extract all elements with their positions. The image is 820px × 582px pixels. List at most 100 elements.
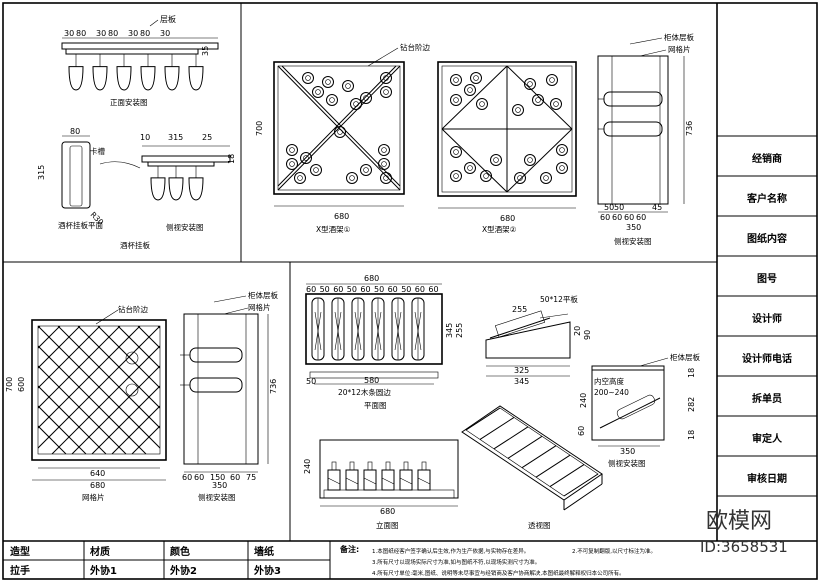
dim-plan-top: 60 [428, 285, 438, 294]
dim-50-plan-left: 50 [306, 377, 316, 386]
dim-255-incline: 255 [512, 305, 527, 314]
note-1: 1.本图纸经客户签字确认后生效,作为生产依据,与实物存在差异。 [372, 547, 529, 555]
bottle-end-icon [490, 154, 502, 166]
bottle-end-icon [556, 162, 568, 174]
dim-18: 18 [227, 154, 236, 164]
title-row-4: 设计师 [752, 312, 782, 325]
bottle-neck-icon [381, 147, 387, 153]
bottle-hatch [314, 311, 322, 351]
incline-detail: 50*12平板 255 325 345 20 90 [485, 294, 592, 386]
bottle-neck-icon [353, 101, 359, 107]
dim-spacing: 30 [128, 29, 138, 38]
dim-plan-top: 50 [320, 285, 330, 294]
dim-10: 10 [140, 133, 150, 142]
bottle-end-icon [342, 80, 354, 92]
bottle-neck-icon [289, 161, 295, 167]
bottle-end-icon [378, 158, 390, 170]
bottle-neck-icon [337, 129, 343, 135]
hdr-wallpaper: 墙纸 [254, 545, 274, 558]
dim-18a: 18 [687, 368, 696, 378]
bottle-neck-icon [385, 461, 391, 471]
cabinet-shelf-label-1: 柜体层板 [664, 32, 694, 42]
bottle-body-icon [327, 469, 341, 491]
dim-680-plan: 680 [364, 274, 379, 283]
bottle-neck-icon [559, 165, 565, 171]
hdr-material: 材质 [90, 545, 110, 558]
lattice-slat [157, 326, 160, 329]
bottle-neck-icon [315, 89, 321, 95]
inner-height-range: 200~240 [594, 388, 629, 397]
watermark-id: ID:3658531 [700, 538, 788, 556]
wine-glass-icon [150, 177, 166, 201]
dim-60-side: 60 [577, 426, 586, 436]
bottle-neck-icon [467, 165, 473, 171]
dim-20-incline: 20 [573, 326, 582, 336]
bottle-neck-icon [527, 157, 533, 163]
bottle-end-icon [350, 98, 362, 110]
bottle-end-icon [546, 74, 558, 86]
dim-spacing: 80 [76, 29, 86, 38]
bottle-end-icon [302, 72, 314, 84]
slot-label: 卡槽 [90, 146, 105, 156]
bottle-neck-icon [331, 461, 337, 471]
bottle-neck-icon [559, 147, 565, 153]
bottle-end-icon [346, 172, 358, 184]
dim-side-bottom: 150 [210, 473, 225, 482]
lattice-slat [91, 385, 160, 454]
wine-glass-icon [68, 66, 84, 91]
dim-spacing: 30 [96, 29, 106, 38]
wine-glass-icon [116, 66, 132, 91]
bottle-neck-icon [527, 81, 533, 87]
bottle-hatch [334, 311, 342, 351]
lattice-slat [38, 365, 127, 454]
bottle-end-icon [310, 164, 322, 176]
dim-side-top: 45 [652, 203, 662, 212]
note-4: 4.所有尺寸单位:毫米,图纸、说明等未尽事宜与经销商及客户协商解决,本图纸最终解… [372, 569, 625, 577]
bottle-hatch [417, 477, 431, 485]
bottle-end-icon [380, 86, 392, 98]
val-handle: 拉手 [10, 564, 30, 577]
lattice-slat [38, 326, 101, 389]
dim-side-top: 50 [604, 203, 614, 212]
caption-x-rack-2: X型酒架② [482, 225, 517, 234]
bottle-neck-icon [367, 461, 373, 471]
bottle-neck-icon [467, 87, 473, 93]
cabinet-shelf-label-2: 柜体层板 [248, 290, 278, 300]
bottle-hatch [399, 477, 413, 485]
elevation-view: 680 240 立面图 [303, 439, 459, 530]
bottle-neck-icon [305, 75, 311, 81]
wine-glass-icon [188, 177, 204, 201]
lattice-slat [38, 326, 121, 409]
bottle-neck-icon [383, 175, 389, 181]
lattice-slat [77, 326, 160, 409]
caption-side-install-4: 侧视安装图 [608, 458, 646, 468]
notes-label: 备注: [339, 544, 359, 554]
dim-580-plan: 580 [364, 376, 379, 385]
dim-325: 325 [514, 366, 529, 375]
lattice-slat [38, 405, 87, 454]
bottle-hatch [374, 311, 382, 351]
bottom-table: 造型 材质 颜色 墙纸 拉手 外协1 外协2 外协3 备注: 1.本图纸经客户签… [3, 541, 656, 579]
note-3: 3.所有尺寸以现场实际尺寸为准,如与图纸不符,以现场实测尺寸为准。 [372, 558, 540, 566]
caption-front-install: 正面安装图 [110, 97, 148, 107]
note-2: 2.不可复制翻版,以尺寸标注为准。 [572, 547, 656, 555]
lattice-slat [38, 326, 160, 449]
lattice-slat [117, 326, 160, 369]
bottle-neck-icon [349, 461, 355, 471]
bottle-neck-icon [383, 89, 389, 95]
dim-spacing: 30 [160, 29, 170, 38]
dim-plan-top: 50 [347, 285, 357, 294]
bottle-hatch [363, 477, 377, 485]
bottle-neck-icon [381, 161, 387, 167]
bottle-end-icon [450, 74, 462, 86]
dim-640: 640 [90, 469, 105, 478]
bottle-end-icon [450, 146, 462, 158]
dim-350-right: 350 [620, 447, 635, 456]
caption-hanger-plan: 酒杯挂板平面 [58, 220, 103, 230]
bottle-neck-icon [289, 147, 295, 153]
perspective-slat [521, 445, 557, 469]
bottle-neck-icon [345, 83, 351, 89]
wine-glass-icon [164, 66, 180, 91]
